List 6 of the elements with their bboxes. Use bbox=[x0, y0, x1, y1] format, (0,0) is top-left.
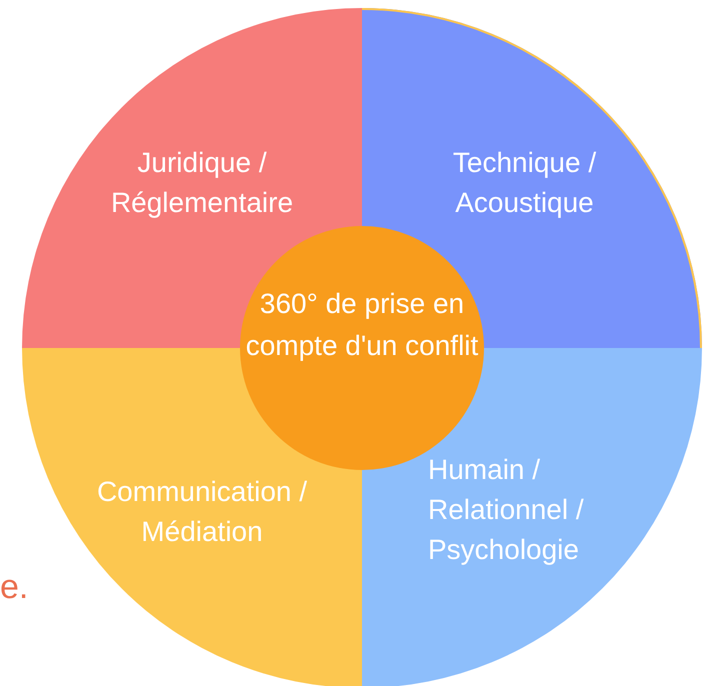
segment-label: Communication / Médiation bbox=[96, 475, 308, 549]
segment-label: Technique / Acoustique bbox=[452, 146, 598, 220]
segment-label: Juridique / Réglementaire bbox=[110, 146, 294, 220]
text-fragment: e. bbox=[0, 568, 28, 607]
center-label: 360° de prise en compte d'un conflit bbox=[244, 287, 480, 363]
segment-label: Humain / Relationnel / Psychologie bbox=[428, 453, 585, 567]
